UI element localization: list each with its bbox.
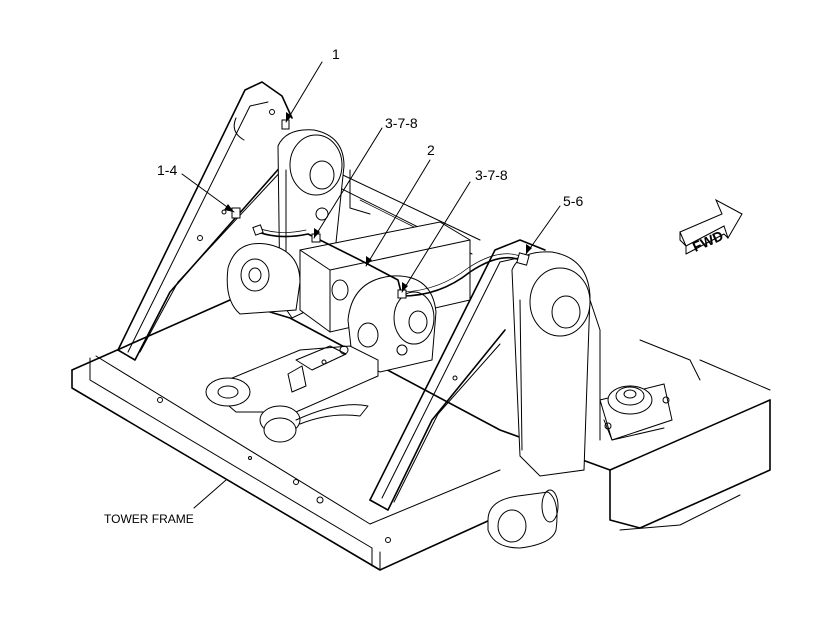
forward-arrow-icon: FWD bbox=[679, 198, 743, 255]
right-pivot-lug bbox=[511, 251, 601, 477]
left-clevis bbox=[226, 243, 301, 315]
center-shaft bbox=[205, 345, 379, 443]
callout-labels: 1 1-4 3-7-8 2 3-7-8 5-6 TOWER FRAME bbox=[104, 46, 583, 526]
callout-3-7-8-lower: 3-7-8 bbox=[475, 167, 508, 183]
grease-lines bbox=[231, 119, 530, 299]
callout-1-4: 1-4 bbox=[157, 162, 177, 178]
callout-2: 2 bbox=[427, 142, 435, 158]
leader-lines bbox=[181, 61, 561, 509]
callout-1: 1 bbox=[332, 46, 340, 62]
rear-mount-pad bbox=[599, 383, 673, 441]
callout-3-7-8-upper: 3-7-8 bbox=[385, 115, 418, 131]
left-side-plate bbox=[117, 81, 293, 361]
base-frame bbox=[71, 299, 771, 571]
tower-frame-label: TOWER FRAME bbox=[104, 512, 194, 526]
callout-5-6: 5-6 bbox=[563, 193, 583, 209]
bottom-pivot-boss bbox=[487, 489, 559, 549]
right-clevis bbox=[347, 275, 437, 373]
